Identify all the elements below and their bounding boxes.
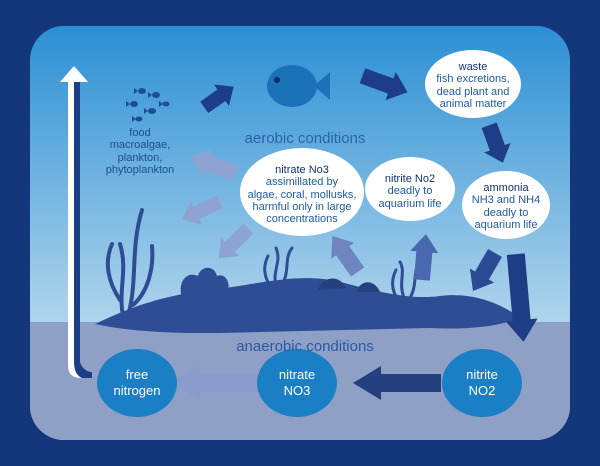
arrow-waste-to-ammonia <box>481 122 511 163</box>
mollusk-shell-right <box>356 282 380 292</box>
nitrate-circle-text: nitrate NO3 <box>257 367 337 398</box>
ammonia-oval <box>462 171 550 239</box>
nitrite-circle-text: nitrite NO2 <box>442 367 522 398</box>
anaerobic-conditions-label: anaerobic conditions <box>236 338 374 355</box>
free-nitrogen-circle <box>97 349 177 417</box>
arrow-nitrate-to-food <box>190 149 239 181</box>
arrow-nitrate-to-nitrogen <box>172 366 260 400</box>
white-up-arrow <box>60 66 92 378</box>
nitrite-circle-line1: nitrite <box>466 367 498 382</box>
nitrate-oval-line: assimillated by <box>265 176 339 189</box>
aerobic-conditions-label: aerobic conditions <box>244 130 366 147</box>
waste-line: dead plant and <box>436 85 510 98</box>
free-nitrogen-circle-text: free nitrogen <box>97 367 177 398</box>
nitrate-circle-line2: NO3 <box>283 382 311 398</box>
nitrite-oval-title: nitrite No2 <box>384 173 436 185</box>
nitrite-circle-line2: NO2 <box>468 382 496 398</box>
nitrate-oval-line: algae, coral, mollusks, <box>247 188 357 201</box>
arrow-ammonia-to-nitrite <box>505 253 538 342</box>
nitrite-oval <box>365 157 455 221</box>
seaweed-middle <box>263 246 294 290</box>
arrow-nitrate-to-seaweed <box>218 223 254 259</box>
food-label: food macroalgae, plankton, phytoplankton <box>88 127 192 176</box>
arrow-fish-to-waste <box>359 68 408 101</box>
nitrate-circle-line1: nitrate <box>278 367 316 382</box>
small-fish-school-icon <box>126 88 170 122</box>
waste-line: fish excretions, <box>436 73 510 86</box>
nitrite-oval-line: aquarium life <box>378 197 442 210</box>
free-nitrogen-line2: nitrogen <box>113 382 161 398</box>
food-line: food <box>129 127 151 139</box>
nitrite-oval-line: deadly to <box>387 185 433 198</box>
coral-blob <box>180 267 229 300</box>
nitrate-oval-line: concentrations <box>266 213 338 226</box>
food-line: plankton, <box>117 151 163 164</box>
waste-oval <box>425 50 521 118</box>
nitrate-oval-title: nitrate No3 <box>275 164 329 176</box>
nitrate-oval-text: nitrate No3 assimillated by algae, coral… <box>240 164 364 226</box>
ammonia-line: deadly to <box>483 206 529 219</box>
ammonia-text: ammonia NH3 and NH4 deadly to aquarium l… <box>462 182 550 231</box>
arrow-ammonia-to-seabed <box>469 248 502 292</box>
ammonia-title: ammonia <box>483 182 529 194</box>
nitrate-oval <box>240 148 364 236</box>
waste-title: waste <box>458 61 488 73</box>
mollusk-shell-left <box>318 278 346 290</box>
food-line: phytoplankton <box>105 163 175 176</box>
ammonia-line: NH3 and NH4 <box>471 194 541 207</box>
ammonia-line: aquarium life <box>474 218 538 231</box>
waste-line: animal matter <box>439 97 507 110</box>
free-nitrogen-line1: free <box>125 367 149 382</box>
nitrite-circle <box>442 349 522 417</box>
arrow-seabed-to-nitrate-oval <box>331 235 365 277</box>
food-line: macroalgae, <box>109 139 171 152</box>
arrow-nitrite-to-nitrite-oval <box>410 234 439 281</box>
waste-text: waste fish excretions, dead plant and an… <box>425 61 521 110</box>
nitrate-oval-line: harmful only in large <box>252 200 352 213</box>
nitrate-circle <box>257 349 337 417</box>
arrow-fish-to-food <box>200 84 234 114</box>
nitrite-oval-text: nitrite No2 deadly to aquarium life <box>365 173 455 210</box>
arrow-nitrite-to-nitrate <box>353 366 441 400</box>
arrow-nitrate-to-algae <box>181 195 223 225</box>
fish-icon <box>267 65 330 107</box>
seaweed-left <box>105 208 155 318</box>
